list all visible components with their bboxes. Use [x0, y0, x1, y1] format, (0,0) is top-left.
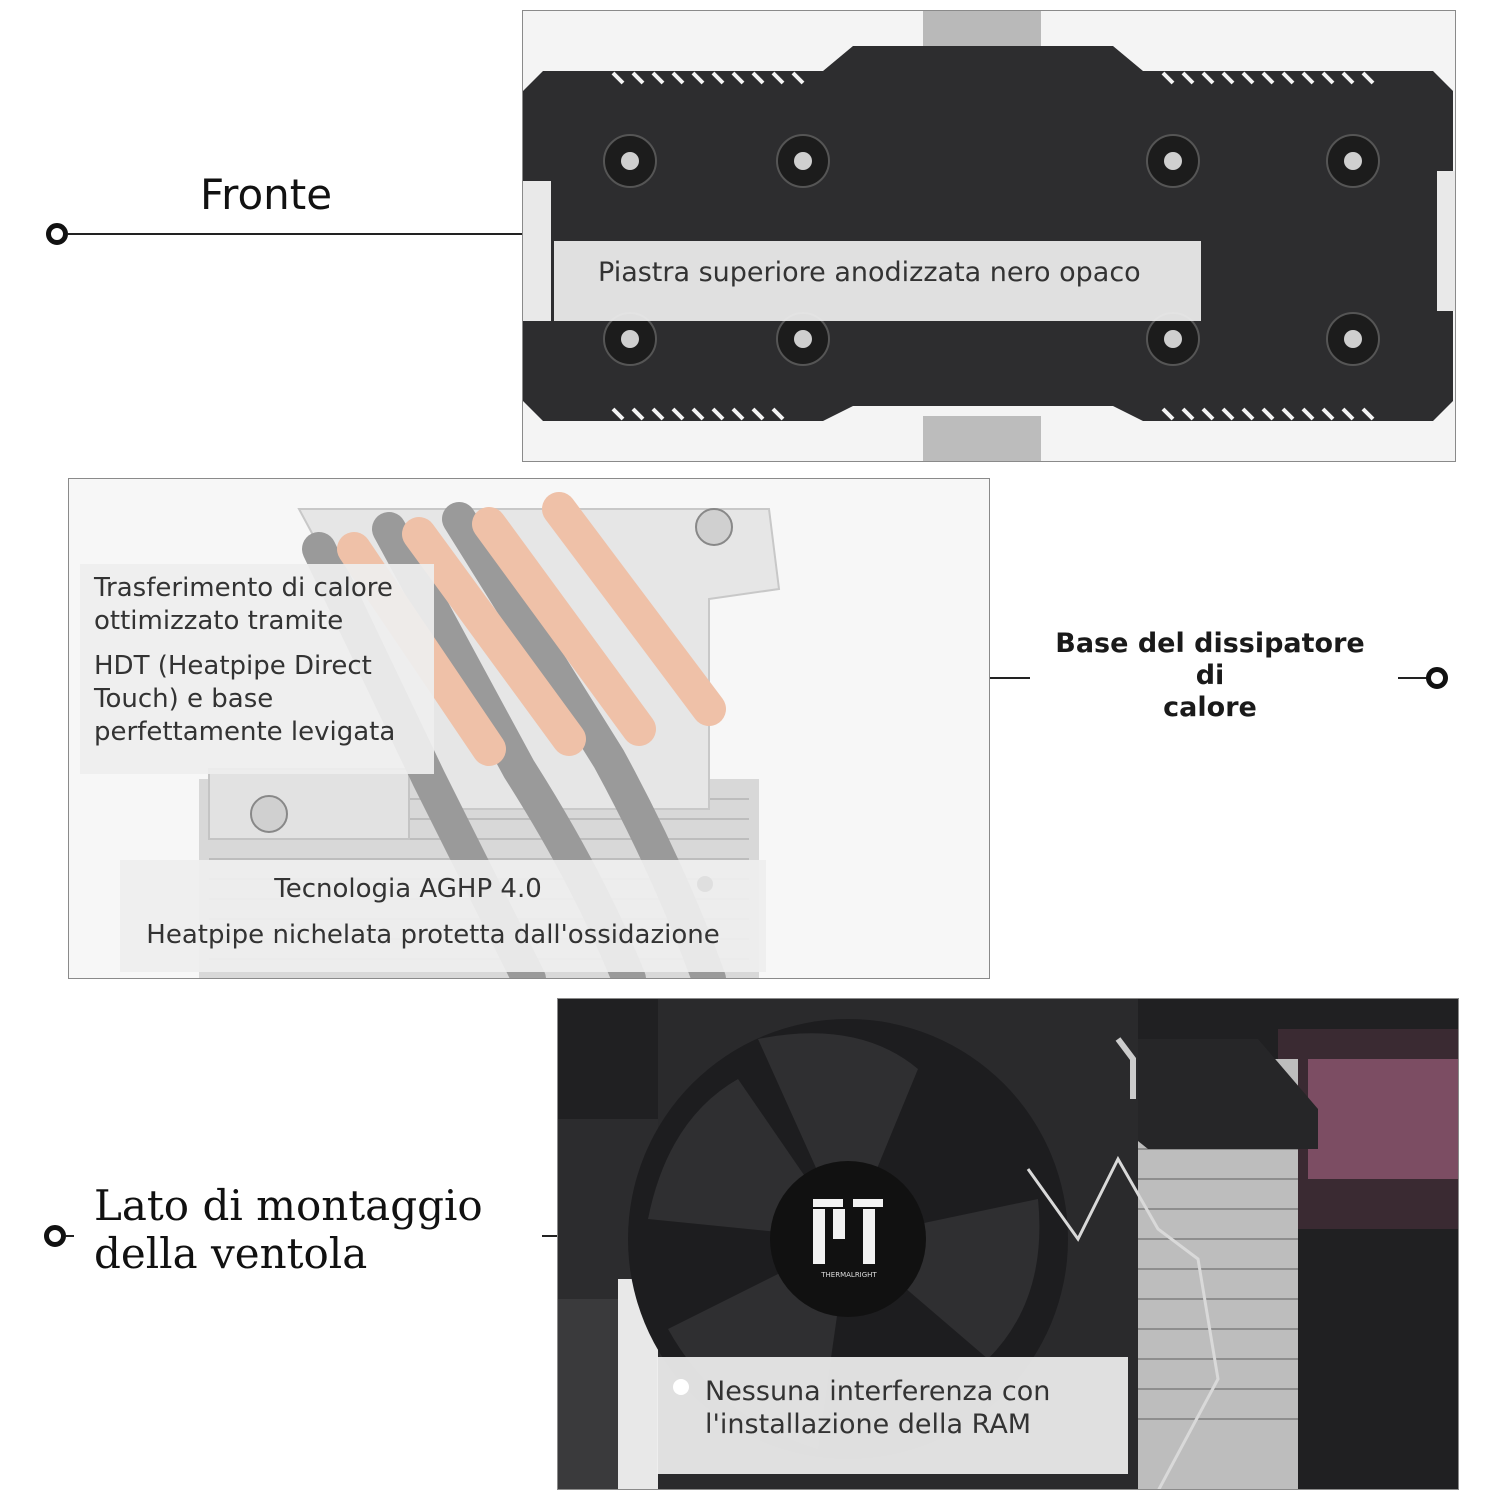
heading-heatsink-base: Base del dissipatore di calore — [1040, 628, 1380, 724]
heading-heatsink-base-line1: Base del dissipatore di — [1055, 628, 1365, 691]
caption-hdt-line4: Touch) e base — [94, 684, 274, 714]
caption-hdt-line2: ottimizzato tramite — [94, 606, 344, 636]
heading-fan-side-line2: della ventola — [94, 1229, 368, 1278]
callout-line-middle-right — [1398, 677, 1428, 679]
heading-heatsink-base-line2: calore — [1163, 692, 1257, 723]
callout-line-bottom-stub — [66, 1235, 74, 1237]
caption-aghp-line2: Heatpipe nichelata protetta dall'ossidaz… — [146, 920, 720, 950]
photo-top-plate — [522, 10, 1456, 462]
caption-aghp: Tecnologia AGHP 4.0 Heatpipe nichelata p… — [120, 860, 766, 972]
caption-ram-bullet-icon — [673, 1379, 689, 1395]
callout-marker-middle — [1426, 667, 1448, 689]
caption-hdt-line3: HDT (Heatpipe Direct — [94, 651, 372, 681]
caption-hdt-line5: perfettamente levigata — [94, 717, 396, 747]
callout-line-middle-left — [990, 677, 1030, 679]
caption-hdt: Trasferimento di calore ottimizzato tram… — [80, 564, 434, 774]
caption-ram-clearance: Nessuna interferenza con l'installazione… — [657, 1357, 1128, 1474]
caption-ram-line1: Nessuna interferenza con — [705, 1376, 1051, 1407]
caption-hdt-line1: Trasferimento di calore — [94, 573, 393, 603]
top-plate-illustration — [523, 11, 1455, 461]
callout-line-top — [68, 233, 522, 235]
callout-line-bottom — [542, 1235, 558, 1237]
caption-aghp-line1: Tecnologia AGHP 4.0 — [274, 874, 542, 904]
fan-hub-label: THERMALRIGHT — [821, 1271, 877, 1279]
callout-marker-bottom — [44, 1225, 66, 1247]
caption-ram-line2: l'installazione della RAM — [705, 1409, 1032, 1440]
callout-marker-top — [46, 223, 68, 245]
heading-front: Fronte — [200, 170, 333, 219]
caption-top-plate: Piastra superiore anodizzata nero opaco — [554, 241, 1201, 321]
caption-top-plate-text: Piastra superiore anodizzata nero opaco — [598, 257, 1141, 288]
heading-fan-side: Lato di montaggio della ventola — [94, 1182, 483, 1278]
heading-fan-side-line1: Lato di montaggio — [94, 1181, 483, 1230]
